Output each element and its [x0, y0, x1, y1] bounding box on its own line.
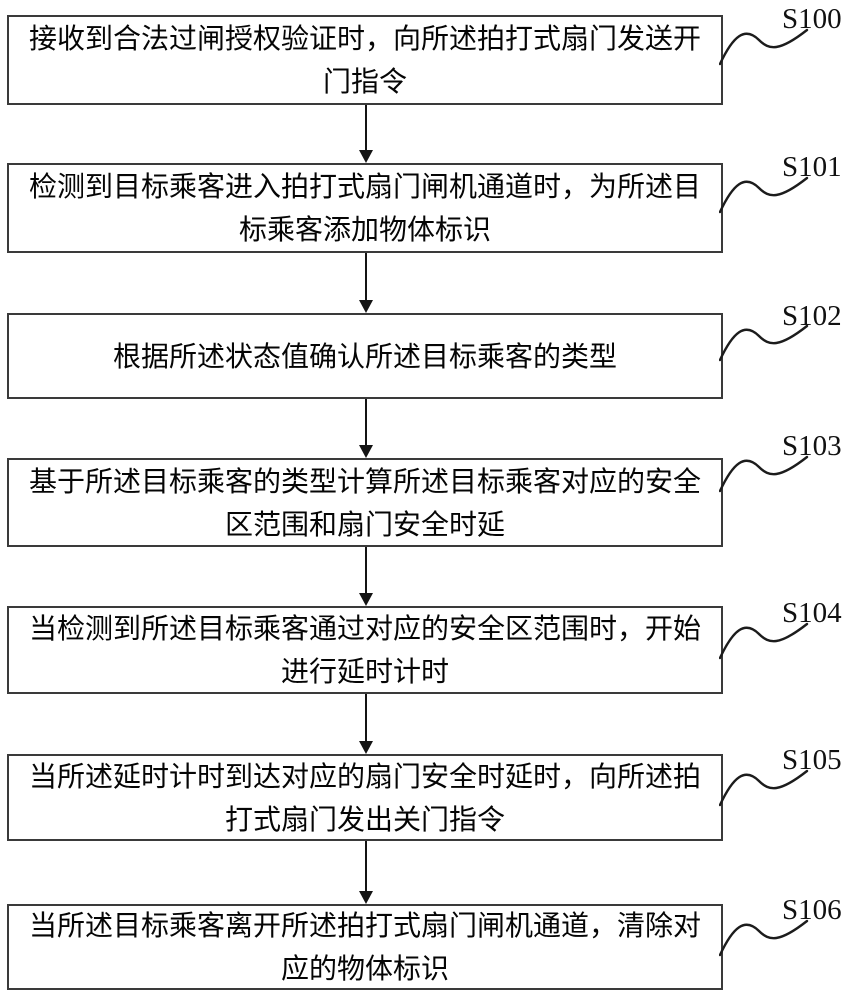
step-text-line: 检测到目标乘客进入拍打式扇门闸机通道时，为所述目: [28, 170, 701, 203]
step-label-s103: S103: [782, 430, 842, 462]
arrow-shaft: [365, 694, 367, 741]
flow-arrow-down: [358, 105, 374, 163]
step-text-line: 门指令: [322, 65, 407, 98]
arrow-head: [359, 445, 373, 458]
flow-step-box-s105: 当所述延时计时到达对应的扇门安全时延时，向所述拍 打式扇门发出关门指令: [7, 754, 723, 841]
flow-step-box-s102: 根据所述状态值确认所述目标乘客的类型: [7, 313, 723, 399]
arrow-shaft: [365, 253, 367, 300]
step-text-line: 进行延时计时: [280, 655, 449, 688]
flow-step-box-s103: 基于所述目标乘客的类型计算所述目标乘客对应的安全 区范围和扇门安全时延: [7, 458, 723, 547]
arrow-head: [359, 741, 373, 754]
flow-step-box-s106: 当所述目标乘客离开所述拍打式扇门闸机通道，清除对 应的物体标识: [7, 904, 723, 990]
flow-arrow-down: [358, 547, 374, 606]
tilde-connector-icon: [719, 176, 809, 214]
flow-step-box-s101: 检测到目标乘客进入拍打式扇门闸机通道时，为所述目 标乘客添加物体标识: [7, 163, 723, 253]
flow-arrow-down: [358, 841, 374, 904]
tilde-connector-icon: [719, 769, 809, 807]
tilde-connector-icon: [719, 28, 809, 66]
arrow-shaft: [365, 105, 367, 150]
flow-arrow-down: [358, 694, 374, 754]
arrow-shaft: [365, 399, 367, 445]
step-text-line: 应的物体标识: [280, 952, 449, 985]
arrow-shaft: [365, 841, 367, 891]
flow-arrow-down: [358, 399, 374, 458]
step-text-line: 根据所述状态值确认所述目标乘客的类型: [112, 339, 617, 373]
flow-arrow-down: [358, 253, 374, 313]
tilde-connector-icon: [719, 324, 809, 362]
arrow-shaft: [365, 547, 367, 593]
tilde-connector-icon: [719, 455, 809, 493]
flow-step-box-s100: 接收到合法过闸授权验证时，向所述拍打式扇门发送开 门指令: [7, 15, 723, 105]
arrow-head: [359, 300, 373, 313]
step-text-line: 打式扇门发出关门指令: [224, 802, 505, 836]
arrow-head: [359, 593, 373, 606]
tilde-connector-icon: [719, 919, 809, 957]
tilde-connector-icon: [719, 622, 809, 660]
step-text-line: 当所述延时计时到达对应的扇门安全时延时，向所述拍: [28, 759, 701, 793]
step-text-line: 区范围和扇门安全时延: [224, 507, 505, 541]
step-text-line: 基于所述目标乘客的类型计算所述目标乘客对应的安全: [28, 464, 701, 498]
step-text-line: 标乘客添加物体标识: [238, 213, 491, 246]
arrow-head: [359, 150, 373, 163]
flow-step-box-s104: 当检测到所述目标乘客通过对应的安全区范围时，开始 进行延时计时: [7, 606, 723, 694]
step-text-line: 接收到合法过闸授权验证时，向所述拍打式扇门发送开: [28, 22, 701, 55]
step-label-s104: S104: [782, 597, 842, 629]
arrow-head: [359, 891, 373, 904]
step-label-s106: S106: [782, 894, 842, 926]
step-label-s105: S105: [782, 744, 842, 776]
step-label-s102: S102: [782, 300, 842, 332]
step-label-s101: S101: [782, 151, 842, 183]
step-text-line: 当检测到所述目标乘客通过对应的安全区范围时，开始: [28, 612, 701, 645]
step-text-line: 当所述目标乘客离开所述拍打式扇门闸机通道，清除对: [28, 909, 701, 942]
step-label-s100: S100: [782, 3, 842, 35]
